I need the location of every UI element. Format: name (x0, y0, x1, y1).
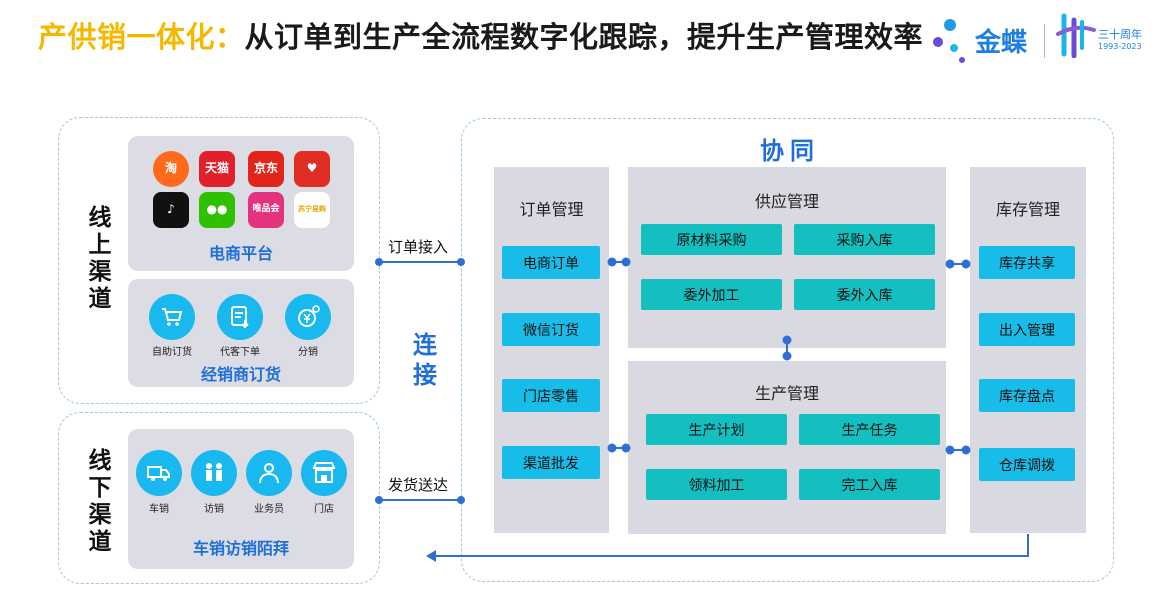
offline-channel-label: 线下渠道 (84, 448, 110, 556)
deliver-label: 发货送达 (388, 476, 449, 494)
kingdee-logo-icon (932, 16, 972, 64)
storefront-icon (301, 450, 347, 496)
title-rest: 从订单到生产全流程数字化跟踪，提升生产管理效率 (244, 20, 924, 54)
online-channel-label: 线上渠道 (84, 205, 110, 313)
collab-label: 协同 (760, 137, 820, 165)
inventory-sharing-button[interactable]: 库存共享 (979, 246, 1075, 279)
material-processing-button[interactable]: 领料加工 (646, 469, 787, 500)
ecommerce-app-grid: 淘天猫京东 ♥ ♪ ●● 唯品会苏宁易购 (128, 136, 354, 246)
suning-app-icon: 苏宁易购 (294, 192, 330, 228)
dealer-item-label: 分销 (298, 347, 318, 358)
production-task-button[interactable]: 生产任务 (799, 414, 940, 445)
supply-management-title: 供应管理 (754, 192, 819, 211)
ecommerce-order-button[interactable]: 电商订单 (502, 246, 600, 279)
production-management-panel (628, 361, 946, 534)
wechat-order-button[interactable]: 微信订货 (502, 313, 600, 346)
production-management-title: 生产管理 (754, 384, 819, 403)
channel-wholesale-button[interactable]: 渠道批发 (502, 446, 600, 479)
salesman-icon (246, 450, 292, 496)
visit-sales-label: 车销访销陌拜 (192, 539, 289, 558)
order-form-icon (217, 294, 263, 340)
taobao-app-icon: 淘 (153, 151, 189, 187)
warehouse-transfer-button[interactable]: 仓库调拨 (979, 448, 1075, 481)
ecommerce-label: 电商平台 (208, 244, 273, 263)
order-in-label: 订单接入 (388, 238, 449, 256)
thirty-anniversary-icon (1056, 12, 1096, 59)
wechat-app-icon: ●● (199, 192, 235, 228)
vip-app-icon: 唯品会 (248, 192, 284, 228)
visit-item-label: 业务员 (254, 504, 284, 515)
visit-item-label: 访销 (204, 504, 224, 515)
dealer-item-label: 自助订货 (152, 347, 192, 358)
title-highlight: 产供销一体化： (38, 20, 245, 54)
outsourced-processing-button[interactable]: 委外加工 (641, 279, 782, 310)
truck-icon (136, 450, 182, 496)
shopping-cart-icon (149, 294, 195, 340)
douyin-app-icon: ♪ (153, 192, 189, 228)
return-arrow-line (430, 534, 1029, 557)
production-plan-button[interactable]: 生产计划 (646, 414, 787, 445)
supply-management-panel (628, 167, 946, 348)
visit-people-icon (191, 450, 237, 496)
visit-item-label: 车销 (149, 504, 169, 515)
visit-item-label: 门店 (314, 504, 334, 515)
inventory-count-button[interactable]: 库存盘点 (979, 379, 1075, 412)
completion-inbound-button[interactable]: 完工入库 (799, 469, 940, 500)
return-arrow-head (426, 550, 436, 562)
connect-label: 连接 (413, 331, 437, 389)
brand-divider (1044, 24, 1045, 58)
outsourced-inbound-button[interactable]: 委外入库 (794, 279, 935, 310)
tmall-app-icon: 天猫 (199, 151, 235, 187)
brand-name: 金蝶 (975, 28, 1028, 58)
anniversary-main: 三十周年 (1098, 28, 1142, 41)
pinduoduo-app-icon: ♥ (294, 151, 330, 187)
purchase-inbound-button[interactable]: 采购入库 (794, 224, 935, 255)
order-management-title: 订单管理 (519, 200, 584, 219)
in-out-management-button[interactable]: 出入管理 (979, 313, 1075, 346)
inventory-management-title: 库存管理 (995, 200, 1060, 219)
anniversary-years: 1993-2023 (1098, 42, 1142, 51)
system-group (461, 118, 1114, 582)
store-retail-button[interactable]: 门店零售 (502, 379, 600, 412)
page-title: 产供销一体化：从订单到生产全流程数字化跟踪，提升生产管理效率 (38, 14, 923, 56)
raw-material-purchase-button[interactable]: 原材料采购 (641, 224, 782, 255)
distribution-yen-icon (285, 294, 331, 340)
dealer-label: 经销商订货 (200, 365, 281, 384)
jd-app-icon: 京东 (248, 151, 284, 187)
dealer-item-label: 代客下单 (220, 347, 260, 358)
